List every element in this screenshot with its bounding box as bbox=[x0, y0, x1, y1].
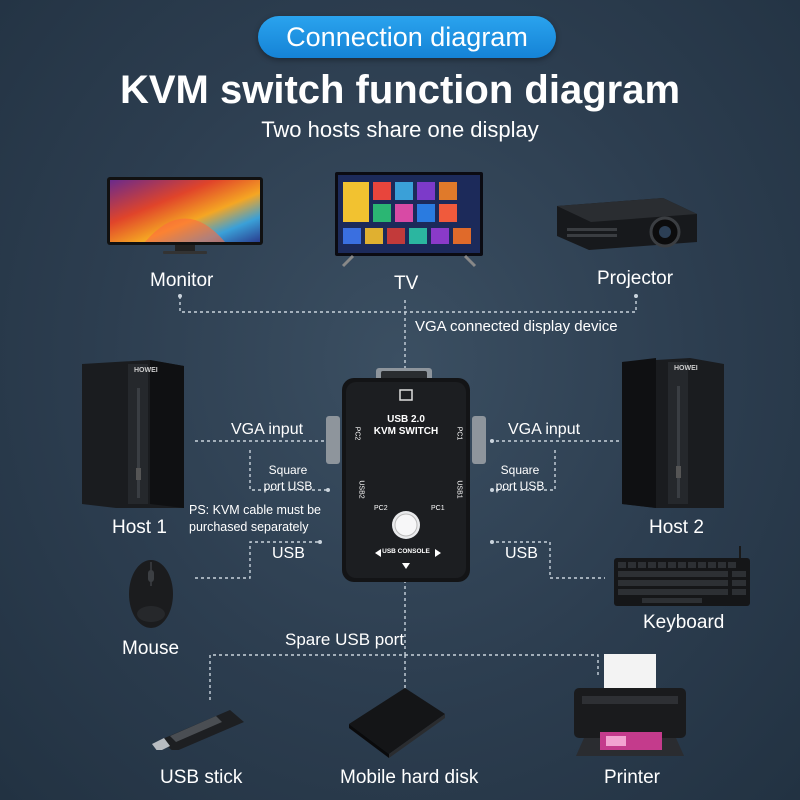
hard-disk-image bbox=[345, 684, 450, 758]
mouse-label: Mouse bbox=[122, 638, 180, 659]
printer-label: Printer bbox=[604, 767, 660, 788]
hard-disk-label: Mobile hard disk bbox=[340, 767, 479, 788]
printer-image bbox=[570, 652, 690, 758]
tv-label: TV bbox=[394, 273, 419, 294]
left-usb-label: USB bbox=[272, 545, 305, 562]
spare-usb-bus-line bbox=[209, 654, 599, 700]
kvm-console-label: USB CONSOLE bbox=[382, 548, 430, 555]
kvm-pc1-led-label: PC1 bbox=[431, 505, 445, 512]
kvm-pc2-led-label: PC2 bbox=[374, 505, 388, 512]
diagram-title: KVM switch function diagram bbox=[119, 68, 681, 112]
display-bus-line bbox=[179, 296, 637, 313]
mouse-image bbox=[126, 556, 176, 630]
keyboard-image bbox=[612, 546, 752, 608]
spare-usb-port-label: Spare USB port bbox=[285, 630, 405, 649]
right-arrow-icon bbox=[435, 549, 441, 557]
right-vga-input-label: VGA input bbox=[508, 421, 581, 438]
kvm-title-line1: USB 2.0 bbox=[387, 414, 425, 425]
kvm-switch-device bbox=[318, 366, 494, 584]
keyboard-label: Keyboard bbox=[643, 612, 725, 633]
diagram-subtitle: Two hosts share one display bbox=[261, 117, 539, 142]
projector-image bbox=[553, 192, 701, 254]
host1-tower-image: HOWEI bbox=[80, 358, 186, 510]
down-arrow-icon bbox=[402, 563, 410, 569]
kvm-title-line2: KVM SWITCH bbox=[373, 426, 439, 437]
right-usb-label: USB bbox=[505, 545, 538, 562]
usb-stick-image bbox=[150, 700, 250, 752]
keyboard-usb-line bbox=[490, 541, 605, 579]
host1-label: Host 1 bbox=[112, 517, 167, 538]
left-arrow-icon bbox=[375, 549, 381, 557]
vga-display-caption: VGA connected display device bbox=[415, 318, 618, 335]
left-vga-input-label: VGA input bbox=[231, 421, 304, 438]
host2-square-usb-line bbox=[492, 450, 556, 491]
host2-brand-logo: HOWEI bbox=[674, 365, 698, 372]
kvm-title: USB 2.0 KVM SWITCH bbox=[318, 414, 494, 438]
monitor-label: Monitor bbox=[150, 270, 214, 291]
host2-label: Host 2 bbox=[649, 517, 704, 538]
host2-tower-image: HOWEI bbox=[620, 356, 726, 510]
kvm-cable-note: PS: KVM cable must be purchased separate… bbox=[189, 503, 322, 534]
monitor-image bbox=[105, 175, 265, 255]
left-square-usb-label: Square port USB bbox=[263, 463, 313, 493]
connection-diagram-badge: Connection diagram bbox=[258, 16, 556, 58]
projector-label: Projector bbox=[597, 268, 674, 289]
usb-stick-label: USB stick bbox=[160, 767, 243, 788]
kvm-usb1-label: USB1 bbox=[455, 480, 463, 499]
kvm-pc1-side-label: PC1 bbox=[455, 426, 463, 441]
host1-square-usb-line bbox=[249, 450, 328, 491]
host1-usb-line bbox=[195, 541, 320, 579]
right-square-usb-label: Square port USB bbox=[495, 463, 545, 493]
tv-image bbox=[333, 170, 485, 268]
kvm-usb2-label: USB2 bbox=[357, 480, 365, 499]
kvm-pc2-side-label: PC2 bbox=[353, 426, 361, 441]
host1-brand-logo: HOWEI bbox=[134, 367, 158, 374]
